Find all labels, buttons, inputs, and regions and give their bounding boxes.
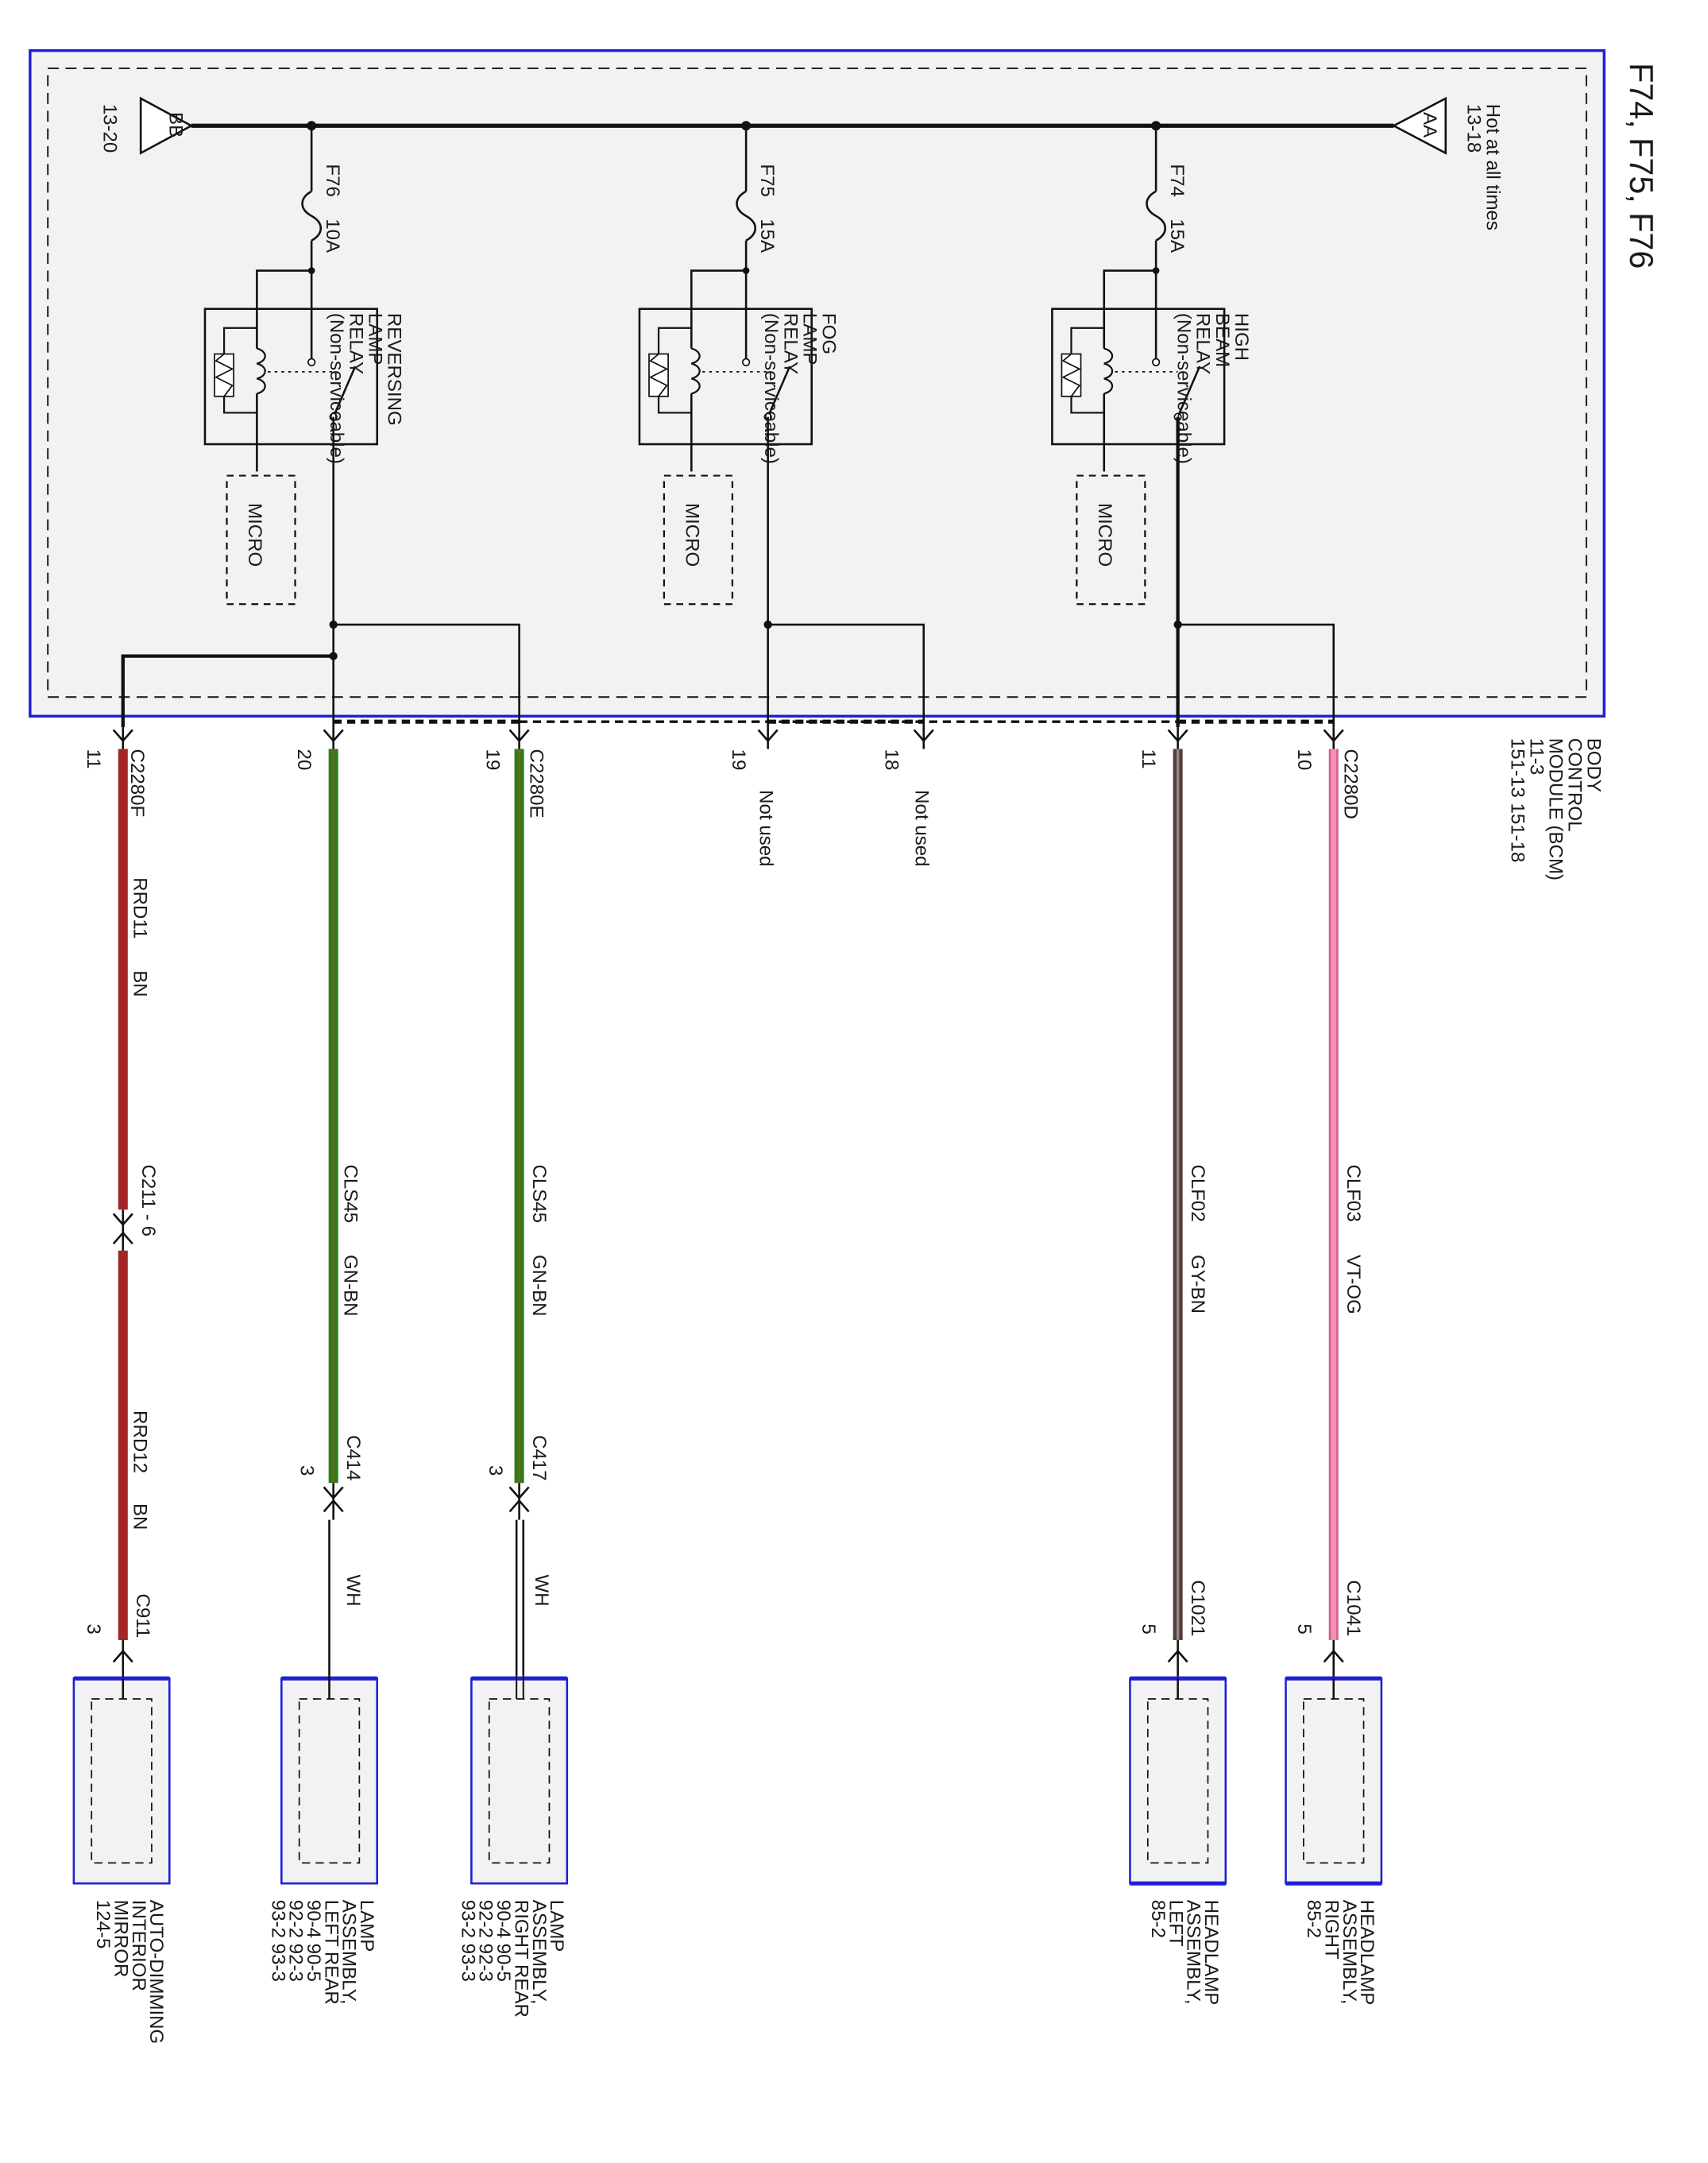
component-headlamp-left-label: HEADLAMP ASSEMBLY, LEFT 85-2 [1147,1900,1222,2010]
pin-c1041: 5 [1293,1623,1315,1634]
connector-c2280e-label: C2280E [525,749,547,818]
aa-note: Hot at all times 13-18 [1463,104,1503,236]
component-lamp-left-label: LAMP ASSEMBLY, LEFT REAR 90-4 90-5 92-2 … [267,1900,377,2010]
wire-label-rrd12: RRD12 [129,1410,151,1473]
pin-e20: 20 [293,749,315,771]
component-headlamp-right-label: HEADLAMP ASSEMBLY, RIGHT 85-2 [1303,1900,1378,2010]
connector-c2280d-label: C2280D [1339,749,1361,819]
wire-label-gy-bn: GY-BN [1187,1255,1208,1314]
fuse-f74-rating: 15A [1166,219,1188,253]
connector-c911 [112,1640,133,1679]
wire-label-clf02: CLF02 [1187,1164,1208,1221]
connector-c414-label: C414 [342,1435,364,1481]
diagram-title: F74, F75, F76 [1623,63,1660,269]
micro-fog: MICRO [663,474,734,606]
bcm-module-box [29,48,1606,718]
wire-label-clf03: CLF03 [1343,1164,1364,1221]
pin-arrows [112,727,1344,749]
relay-reversing-label: REVERSING LAMP RELAY (Non-serviceable) [326,313,404,464]
pin-u18: 18 [881,749,902,771]
micro-reversing: MICRO [226,474,296,606]
connector-c414 [323,1483,344,1676]
wire-label-cls45-right: CLS45 [528,1164,550,1223]
bus-connector-bb: BB 13-20 [99,96,194,155]
wire-label-vt-og: VT-OG [1343,1255,1364,1314]
component-lamp-right-rear [470,1675,569,1885]
component-headlamp-right [1285,1676,1383,1886]
connector-c911-label: C911 [132,1594,153,1639]
connector-c1041-label: C1041 [1343,1580,1364,1636]
pin-f11: 11 [83,749,104,769]
wire-label-gn-bn-right: GN-BN [528,1255,550,1317]
component-lamp-right-label: LAMP ASSEMBLY, RIGHT REAR 90-4 90-5 92-2… [457,1900,567,2023]
wire-label-wh-left: WH [342,1574,364,1606]
fuse-f75-id: F75 [756,164,778,196]
inline-connector-c211 [112,1209,133,1251]
wire-label-rrd11: RRD11 [129,877,151,938]
component-headlamp-left [1129,1676,1227,1886]
wire-label-bn-rrd11: BN [129,970,151,996]
bb-triangle-symbol [139,96,194,155]
relay-fog-label: FOG LAMP RELAY (Non-serviceable) [760,313,839,464]
relay-high-beam-label: HIGH BEAM RELAY (Non-serviceable) [1173,313,1252,464]
fuse-f75: F75 15A [736,126,778,271]
aa-label: AA [1419,112,1440,138]
connector-c2280f-label: C2280F [126,749,148,818]
bcm-module-inner-boundary [47,67,1587,698]
pin-e19: 19 [481,749,503,771]
fuse-f75-rating: 15A [756,219,778,253]
micro-label: MICRO [681,503,702,567]
component-lamp-left-rear [280,1675,379,1885]
connector-c1041 [1323,1640,1344,1679]
pin-u19: 19 [728,749,749,771]
pin-c911: 3 [83,1623,104,1634]
wire-label-cls45-left: CLS45 [339,1164,361,1223]
pin-d11: 11 [1138,749,1159,769]
component-mirror [72,1676,171,1885]
fog-lamp-relay: FOG LAMP RELAY (Non-serviceable) [638,267,839,472]
micro-label: MICRO [1094,503,1115,567]
not-used-label: Not used [755,790,776,866]
wire-label-gn-bn-left: GN-BN [339,1255,361,1317]
pin-c414: 3 [296,1465,317,1476]
fuse-f76: F76 10A [301,126,343,271]
not-used-label: Not used [910,790,932,866]
connector-c1021-label: C1021 [1187,1580,1208,1636]
fuse-f76-rating: 10A [322,219,343,253]
pin-d10: 10 [1293,749,1315,771]
fuse-f76-id: F76 [322,164,343,196]
component-mirror-label: AUTO-DIMMING INTERIOR MIRROR 124-5 [92,1900,167,2049]
connector-c417 [508,1483,530,1676]
fuse-f74-id: F74 [1166,164,1188,196]
relay-output-wiring [121,416,1335,728]
bcm-label: BODY CONTROL MODULE (BCM) 11-3 151-13 15… [1506,738,1604,886]
bb-reference: 13-20 [99,104,121,153]
reversing-lamp-relay: REVERSING LAMP RELAY (Non-serviceable) [203,267,404,472]
wiring-junctions [329,620,1182,660]
micro-label: MICRO [244,503,265,567]
wire-label-bn-rrd12: BN [129,1503,151,1530]
connector-c417-label: C417 [528,1435,550,1481]
pin-c1021: 5 [1138,1623,1159,1634]
bb-label: BB [164,112,186,137]
connector-c1021 [1167,1640,1188,1679]
micro-high-beam: MICRO [1076,474,1146,606]
fuse-f74: F74 15A [1146,126,1188,271]
high-beam-relay: HIGH BEAM RELAY (Non-serviceable) [1051,267,1252,472]
aa-triangle-symbol [1391,96,1447,155]
pin-c417: 3 [485,1465,506,1476]
bus-connector-aa: AA Hot at all times 13-18 [1391,96,1503,236]
connector-c211-label: C211 - 6 [137,1164,159,1236]
wire-label-wh-right: WH [531,1574,552,1606]
